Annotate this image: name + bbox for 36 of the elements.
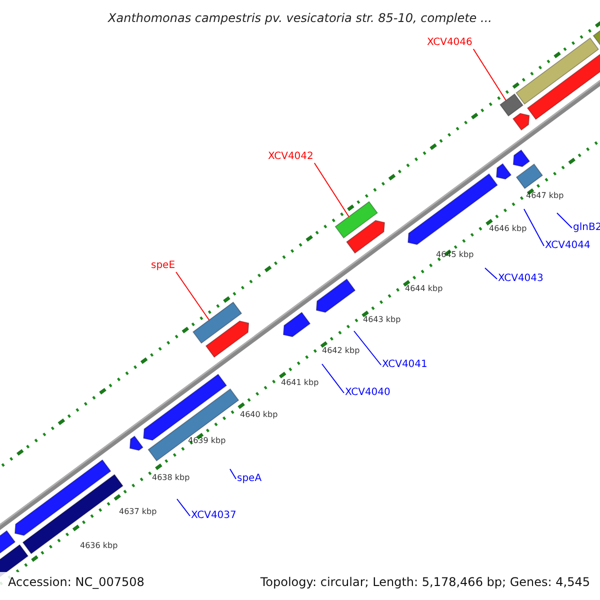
leader-line <box>322 364 344 394</box>
scale-label: 4647 kbp <box>526 192 564 200</box>
gene-label: speA <box>237 474 262 484</box>
scale-label: 4636 kbp <box>80 542 118 550</box>
gene-bar <box>334 201 378 238</box>
leader-line <box>524 208 544 246</box>
leader-line <box>314 162 350 218</box>
gene-label: XCV4044 <box>545 241 590 251</box>
leader-line <box>230 468 236 480</box>
genome-info: Topology: circular; Length: 5,178,466 bp; Genes: 4,545 <box>260 576 590 588</box>
scale-label: 4643 kbp <box>363 316 401 324</box>
leader-line <box>556 212 572 228</box>
scale-label: 4638 kbp <box>152 474 190 482</box>
scale-label: 4642 kbp <box>322 347 360 355</box>
gene-label: speE <box>151 261 176 271</box>
leader-line <box>176 498 190 516</box>
gene-label: XCV4040 <box>345 388 390 398</box>
scale-label: 4646 kbp <box>489 225 527 233</box>
leader-line <box>176 272 210 320</box>
gene-label: XCV4041 <box>382 360 428 370</box>
scale-label: 4644 kbp <box>405 285 443 293</box>
leader-line <box>354 330 382 366</box>
gene-label: XCV4046 <box>427 38 472 48</box>
leader-line <box>484 268 498 280</box>
gene-bar <box>192 302 242 344</box>
leader-line <box>472 48 506 101</box>
title: Xanthomonas campestris pv. vesicatoria str. 85-10, complete ... <box>106 12 493 24</box>
scale-label: 4637 kbp <box>119 508 157 516</box>
scale-label: 4640 kbp <box>240 411 278 419</box>
scale-label: 4645 kbp <box>436 251 474 259</box>
scale-label: 4641 kbp <box>281 379 319 387</box>
gene-label: XCV4043 <box>498 274 544 284</box>
gene-label: XCV4042 <box>268 152 314 162</box>
gene-label: XCV4037 <box>191 511 236 521</box>
scale-label: 4639 kbp <box>188 437 226 445</box>
gene-bar <box>500 93 524 116</box>
